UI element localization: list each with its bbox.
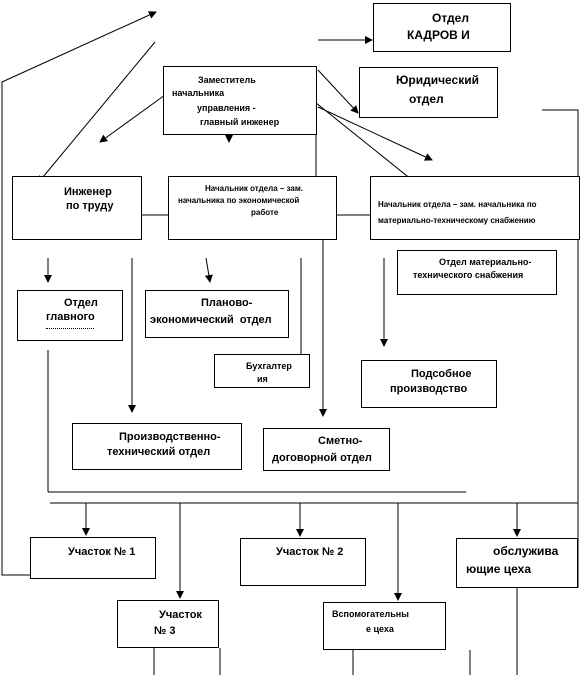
box-nach-mto (370, 176, 580, 240)
smetno-line-1: Сметно- (318, 435, 363, 447)
buhgalter-line-1: Бухгалтер (246, 361, 292, 371)
right-outer-line (542, 109, 579, 588)
pto-line-1: Производственно- (119, 431, 221, 443)
vspomogatelnye-line-1: Вспомогательны (332, 609, 409, 619)
planovo-line-2: экономический отдел (150, 314, 272, 326)
box-nach-ekon (168, 176, 337, 240)
smetno-line-2: договорной отдел (272, 452, 372, 464)
box-pto (72, 423, 242, 470)
inzhener-line-2: по труду (66, 200, 114, 212)
arrow-to-planovo (204, 257, 213, 283)
zamestitel-line-4: главный инженер (200, 117, 280, 127)
uchastok-2-line-1: Участок № 2 (276, 546, 344, 558)
box-otdel-mto (397, 250, 557, 295)
vspomogatelnye-line-2: е цеха (366, 624, 394, 634)
otdel-kadrov-line-2: КАДРОВ И (407, 28, 470, 42)
box-otdel-glavnogo (17, 290, 123, 341)
zamestitel-line-2: начальника (172, 88, 225, 98)
yuridicheskiy-line-2: отдел (409, 92, 444, 106)
arrow-to-yurid (317, 69, 359, 114)
otdel-kadrov-line-1: Отдел (432, 11, 469, 25)
arrow-to-top (1, 11, 157, 83)
otdel-glavnogo-line-2: главного (46, 311, 95, 323)
nach-ekon-line-2: начальника по экономической (178, 196, 300, 205)
nach-mto-line-1: Начальник отдела – зам. начальника по (378, 200, 537, 209)
box-uchastok-3 (117, 600, 219, 648)
otdel-mto-line-2: технического снабжения (413, 270, 524, 280)
otdel-glavnogo-underline (46, 328, 94, 329)
box-planovo (145, 290, 289, 338)
arrow-zam-left (99, 94, 166, 143)
box-obsluzhivayushchie (456, 538, 578, 588)
box-inzhener-po-trudu (12, 176, 142, 240)
box-vspomogatelnye (323, 602, 446, 650)
nach-mto-line-2: материально-техническому снабжению (378, 216, 536, 225)
uchastok-3-line-1: Участок (159, 609, 202, 621)
box-yuridicheskiy (359, 67, 498, 118)
zamestitel-line-3: управления - (197, 103, 256, 113)
arrow-to-inzhener (37, 41, 156, 184)
box-otdel-kadrov (373, 3, 511, 52)
box-zamestitel (163, 66, 317, 135)
obsluzhivayushchie-line-2: ющие цеха (466, 562, 531, 576)
pto-line-2: технический отдел (107, 446, 211, 458)
box-uchastok-2 (240, 538, 366, 586)
zamestitel-line-1: Заместитель (198, 75, 256, 85)
box-smetno (263, 428, 390, 471)
podsobnoe-line-1: Подсобное (411, 368, 472, 380)
otdel-glavnogo-line-1: Отдел (64, 297, 98, 309)
yuridicheskiy-line-1: Юридический (396, 73, 479, 87)
otdel-mto-line-1: Отдел материально- (439, 257, 532, 267)
box-buhgalter (214, 354, 310, 388)
inzhener-line-1: Инженер (64, 186, 112, 198)
planovo-line-1: Планово- (201, 297, 253, 309)
uchastok-1-line-1: Участок № 1 (68, 546, 136, 558)
obsluzhivayushchie-line-1: обслужива (493, 544, 559, 558)
arrow-zam-right-1 (317, 106, 433, 161)
uchastok-3-line-2: № 3 (154, 625, 176, 637)
podsobnoe-line-2: производство (390, 383, 468, 395)
box-podsobnoe (361, 360, 497, 408)
left-outer-line (1, 82, 30, 576)
buhgalter-line-2: ия (257, 374, 268, 384)
box-uchastok-1 (30, 537, 156, 579)
nach-ekon-line-1: Начальник отдела – зам. (205, 184, 304, 193)
nach-ekon-line-3: работе (251, 208, 279, 217)
